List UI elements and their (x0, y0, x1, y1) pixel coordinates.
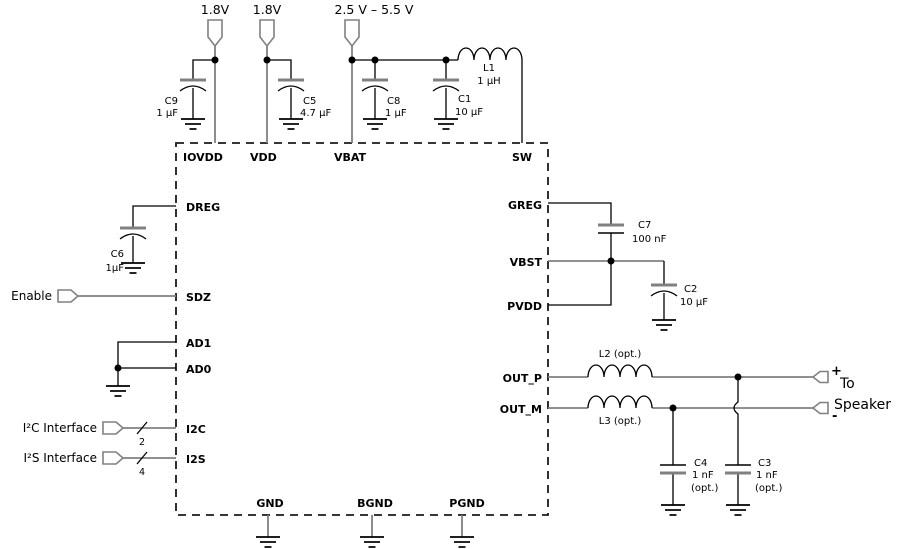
wire-c3-with-hop (733, 377, 739, 505)
component-ref: L1 (483, 63, 495, 74)
pin-label-i2c: I2C (186, 423, 206, 436)
wire-pvdd (548, 261, 612, 306)
bus-slash-i2s (136, 451, 148, 465)
inductors: L1 1 µH L2 (opt.) L3 (opt.) (457, 47, 653, 427)
component-value: 10 µF (680, 297, 708, 308)
component-ref: C1 (458, 94, 471, 105)
wire-dreg-c6 (132, 205, 176, 263)
capacitor-c2: C2 10 µF (649, 283, 708, 308)
pin-label-sdz: SDZ (186, 291, 211, 304)
pin-label-vbat: VBAT (334, 151, 367, 164)
component-ref: C9 (165, 96, 178, 107)
component-ref: C6 (111, 249, 124, 260)
wire-c5 (267, 59, 292, 119)
ic-pin-labels: IOVDD VDD VBAT SW DREG SDZ AD1 AD0 I2C I… (183, 151, 542, 510)
component-value: 1 µF (385, 108, 407, 119)
inductor-l2: L2 (opt.) (587, 349, 653, 378)
out-minus-label: - (832, 409, 837, 424)
component-value: 1 nF (692, 470, 714, 481)
pin-label-ad0: AD0 (186, 363, 212, 376)
component-ref: C3 (758, 458, 771, 469)
pin-label-sw: SW (512, 151, 532, 164)
capacitor-c1: C1 10 µF (431, 78, 483, 118)
junction-dot (734, 373, 742, 381)
component-ref: C8 (387, 96, 400, 107)
supply-label-iovdd: 1.8V (201, 2, 230, 17)
ic-boundary-box (175, 142, 549, 516)
enable-label: Enable (11, 289, 52, 303)
junction-dot (211, 56, 219, 64)
capacitor-c8: C8 1 µF (360, 78, 407, 119)
pin-label-ad1: AD1 (186, 337, 211, 350)
component-ref: C5 (303, 96, 316, 107)
junction-dot (669, 404, 677, 412)
capacitor-c3: C3 1 nF (opt.) (723, 458, 782, 494)
i2s-interface-label: I²S Interface (23, 451, 97, 465)
component-value: 1 µF (156, 108, 178, 119)
component-value: 100 nF (632, 234, 667, 245)
component-ref: C7 (638, 220, 651, 231)
wire-bottom-grounds (267, 515, 463, 537)
inductor-l1: L1 1 µH (457, 47, 523, 87)
junction-dot (607, 257, 615, 265)
pin-label-bgnd: BGND (357, 497, 393, 510)
component-value: 4.7 µF (300, 108, 331, 119)
component-ref: L3 (opt.) (599, 416, 642, 427)
bus-slash-i2c (136, 421, 148, 435)
pin-label-pgnd: PGND (449, 497, 484, 510)
capacitor-c9: C9 1 µF (156, 78, 208, 119)
wire-c9 (192, 59, 215, 119)
pin-label-i2s: I2S (186, 453, 206, 466)
pin-label-vdd: VDD (250, 151, 277, 164)
component-note: (opt.) (755, 483, 782, 494)
out-plus-label: + (831, 364, 842, 379)
component-wires (117, 59, 739, 505)
wire-greg-c7 (548, 202, 612, 261)
speaker-dest-line2: Speaker (834, 397, 891, 413)
junction-dot (371, 56, 379, 64)
component-value: 1 µH (477, 76, 500, 87)
capacitor-c6: C6 1µF (106, 226, 148, 274)
signal-terminals: Enable I²C Interface I²S Interface 2 4 +… (11, 289, 891, 478)
supply-label-vdd: 1.8V (253, 2, 282, 17)
junction-dot (348, 56, 356, 64)
junction-dot (263, 56, 271, 64)
component-value: 1µF (106, 263, 125, 274)
pin-label-iovdd: IOVDD (183, 151, 223, 164)
capacitors: C9 1 µF C5 4.7 µF C8 1 µF C1 10 µF C6 1µ… (106, 78, 782, 494)
capacitor-c4: C4 1 nF (opt.) (658, 458, 718, 494)
supply-label-vbat: 2.5 V – 5.5 V (334, 2, 413, 17)
i2s-bus-width: 4 (139, 467, 145, 478)
component-ref: L2 (opt.) (599, 349, 642, 360)
speaker-dest-line1: To (839, 376, 855, 392)
pin-label-pvdd: PVDD (507, 300, 542, 313)
pin-label-out-m: OUT_M (500, 403, 542, 416)
pin-label-dreg: DREG (186, 201, 220, 214)
pin-label-out-p: OUT_P (503, 372, 542, 385)
component-ref: C2 (684, 284, 697, 295)
inductor-l3: L3 (opt.) (587, 395, 653, 427)
i2c-interface-label: I²C Interface (23, 421, 97, 435)
component-note: (opt.) (691, 483, 718, 494)
junction-dot (442, 56, 450, 64)
pin-label-gnd: GND (256, 497, 283, 510)
pin-label-vbst: VBST (510, 256, 543, 269)
component-value: 1 nF (756, 470, 778, 481)
junction-dot (114, 364, 122, 372)
supply-terminals: 1.8V 1.8V 2.5 V – 5.5 V (201, 2, 414, 47)
pin-label-greg: GREG (508, 199, 542, 212)
i2c-bus-width: 2 (139, 437, 145, 448)
component-ref: C4 (694, 458, 707, 469)
capacitor-c5: C5 4.7 µF (276, 78, 331, 119)
component-value: 10 µF (455, 107, 483, 118)
capacitor-c7: C7 100 nF (596, 220, 667, 245)
